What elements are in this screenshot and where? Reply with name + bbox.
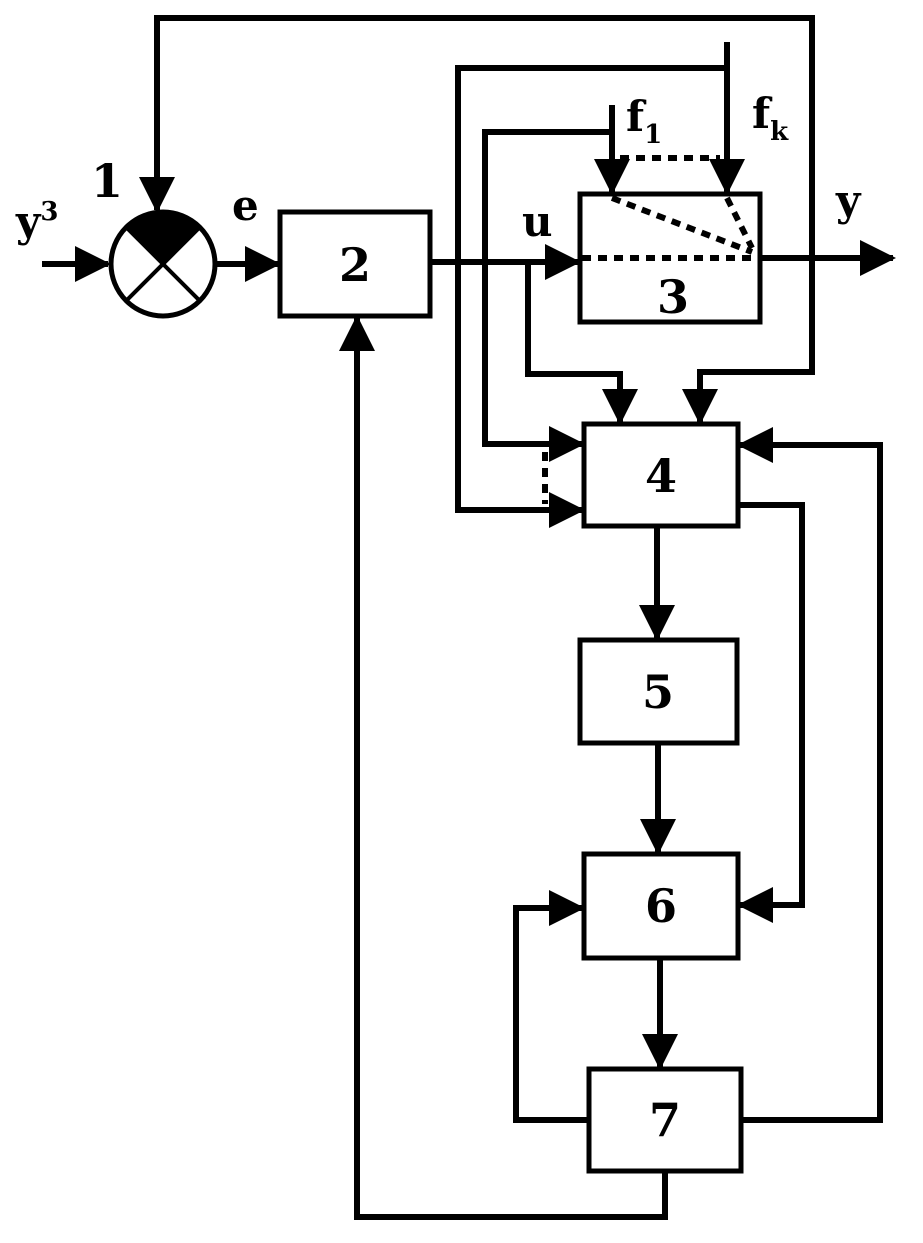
setpoint-label: y3: [15, 197, 59, 246]
block-3-label: 3: [657, 270, 689, 324]
block-2-label: 2: [339, 238, 371, 292]
disturbance-fk-label: fk: [752, 89, 789, 147]
block-4-label: 4: [645, 449, 677, 503]
comparator: [111, 212, 215, 316]
error-label: e: [232, 181, 259, 230]
disturbance-f1-label: f1: [626, 92, 662, 150]
block-6-label: 6: [645, 879, 677, 933]
comparator-label: 1: [91, 154, 123, 208]
output-label: y: [835, 176, 862, 225]
block-7-label: 7: [649, 1093, 681, 1147]
block-5-label: 5: [642, 665, 674, 719]
control-label: u: [522, 197, 553, 246]
